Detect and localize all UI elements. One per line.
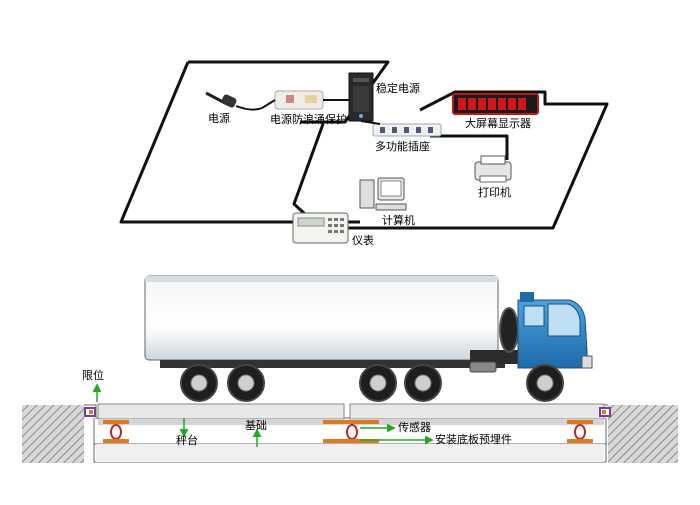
label-computer: 计算机	[382, 214, 415, 227]
label-load-sensor: 传感器	[398, 421, 431, 434]
platform-beam-left	[98, 419, 344, 425]
foundation-base	[96, 444, 604, 462]
label-embedded-baseplate: 安装底板预埋件	[435, 433, 512, 446]
limit-stop-icon	[599, 407, 611, 417]
cable-mid	[292, 123, 325, 216]
cable-outer-left	[119, 61, 295, 224]
limit-stop-icon	[84, 407, 96, 417]
platform-deck-right	[349, 403, 605, 420]
printer-icon	[474, 155, 512, 183]
label-limit-stop: 限位	[82, 369, 104, 382]
weighing-indicator-icon	[292, 212, 349, 244]
label-voltage-stabilizer: 稳定电源	[376, 82, 420, 95]
load-sensor-icon	[103, 420, 129, 443]
power-plug-icon	[205, 91, 263, 111]
label-printer: 打印机	[478, 186, 511, 199]
large-display-panel	[452, 93, 539, 115]
ground-left	[22, 405, 84, 463]
load-sensor-icon	[567, 420, 593, 443]
load-sensor-icon	[323, 420, 379, 443]
label-weigh-platform: 秤台	[176, 434, 198, 447]
cable-network	[119, 60, 609, 230]
platform-deck-left	[97, 403, 345, 420]
voltage-stabilizer-icon	[323, 72, 374, 122]
cable-printer	[430, 134, 509, 160]
ground-right	[608, 405, 678, 463]
power-strip-icon	[360, 120, 442, 137]
computer-icon	[359, 177, 407, 211]
callout-arrows	[92, 383, 434, 447]
label-surge-protector: 电源防浪涌保护	[270, 113, 347, 126]
platform-beam-right	[350, 419, 604, 425]
label-foundation: 基础	[245, 419, 267, 432]
label-power-source: 电源	[208, 112, 230, 125]
cable-right-loop	[348, 90, 609, 230]
label-big-display: 大屏幕显示器	[465, 117, 531, 130]
label-indicator: 仪表	[352, 234, 374, 247]
surge-protector-icon	[261, 90, 324, 110]
label-power-strip: 多功能插座	[375, 140, 430, 153]
truck-illustration	[144, 275, 593, 402]
